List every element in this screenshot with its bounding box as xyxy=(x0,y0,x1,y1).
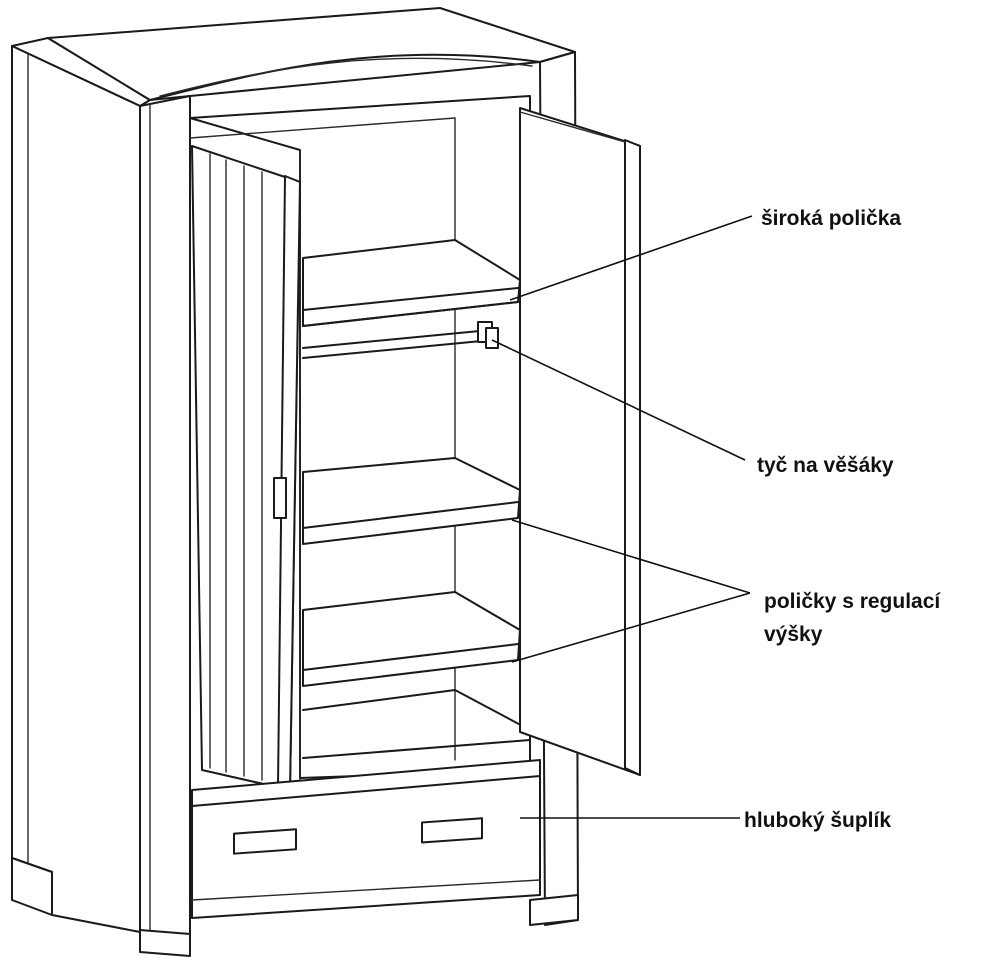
deep-drawer xyxy=(191,759,541,919)
wide-shelf xyxy=(302,239,521,327)
door-handle xyxy=(273,477,287,519)
hanging-rod xyxy=(302,321,499,359)
label-deep-drawer: hluboký šuplík xyxy=(744,809,892,832)
label-adjustable-shelves-line2: výšky xyxy=(764,623,823,646)
wardrobe-front-left-post xyxy=(139,95,191,935)
leader-lines xyxy=(491,215,753,819)
label-wide-shelf: široká polička xyxy=(761,207,902,230)
label-adjustable-shelves: poličky s regulací výšky xyxy=(764,585,940,651)
wardrobe-interior-floor xyxy=(302,689,531,759)
label-adjustable-shelves-line1: poličky s regulací xyxy=(764,590,941,613)
wardrobe-legs xyxy=(11,857,579,957)
right-door xyxy=(519,107,641,776)
leader-wide-shelf xyxy=(509,215,753,301)
leader-hanging-rod xyxy=(491,339,746,461)
leader-shelf-1 xyxy=(511,519,751,594)
adjustable-shelf-1 xyxy=(302,457,521,545)
left-door xyxy=(191,145,301,791)
wardrobe-left-side xyxy=(11,45,141,933)
wardrobe-top xyxy=(11,7,576,107)
leader-shelf-2 xyxy=(511,592,751,663)
label-hanging-rod: tyč na věšáky xyxy=(757,454,894,477)
